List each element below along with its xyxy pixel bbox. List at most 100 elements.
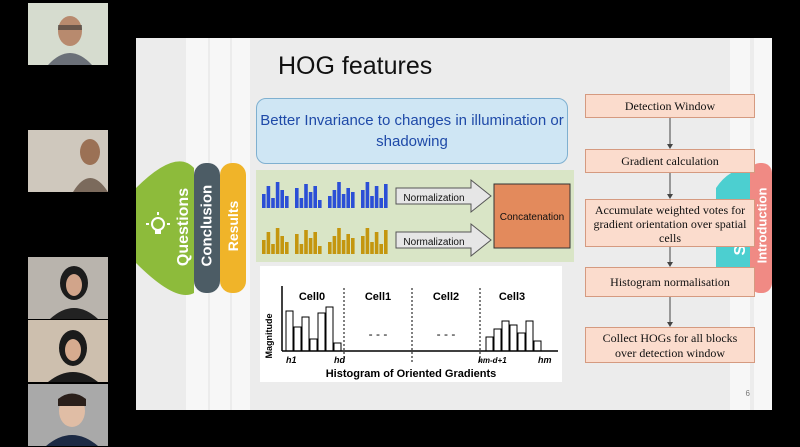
cell-1-ellipsis: - - - [369,327,388,341]
mini-bar [328,196,332,208]
flow-arrows [667,118,673,327]
mini-bar [384,230,388,254]
mini-bar [332,236,337,254]
mini-bar [304,184,308,208]
concatenation-box [493,183,571,249]
mini-bar [308,238,313,254]
left-section-tabs [136,38,250,410]
mini-bar [280,236,284,254]
mini-bar [308,192,313,208]
tab-results-shape [220,163,246,293]
gold-cell-histograms [262,228,388,254]
normalization-label-bottom: Normalization [403,237,464,248]
concatenation-label: Concatenation [500,212,565,223]
flow-histogram-normalisation: Histogram normalisation [585,267,755,297]
tab-conclusion-shape [194,163,220,293]
mini-bar [379,198,383,208]
mini-bar [262,194,266,208]
participant-avatar [28,320,108,382]
mini-bar [365,182,370,208]
mini-bar [346,188,350,208]
histogram-ylabel: Magnitude [264,314,274,359]
mini-bar [351,238,355,254]
mini-bar [266,186,271,208]
hog-bar [509,324,518,352]
mini-bar [379,244,383,254]
hog-bar [533,340,542,352]
hog-bar [301,316,310,352]
tab-questions-shape [136,161,194,295]
participant-video-1[interactable] [28,3,108,65]
tab-conclusion[interactable]: Conclusion [198,184,216,267]
tab-results[interactable]: Results [225,200,241,252]
cell-label-3: Cell3 [499,291,525,303]
mini-bar [341,240,346,254]
hog-histogram-figure: Magnitude Cell0 Cell1 Cell2 Cell3 - - - … [260,266,562,382]
mini-bar [285,242,289,254]
participant-video-2[interactable] [28,130,108,192]
slide-title: HOG features [278,52,433,80]
mini-bar [280,190,284,208]
invariance-callout: Better Invariance to changes in illumina… [256,98,568,164]
mini-bar [337,228,341,254]
mini-bar [271,198,275,208]
normalization-arrow-bottom [395,222,492,258]
blue-cell-histograms [262,182,388,208]
mini-bar [351,192,355,208]
mini-bar [313,186,317,208]
participant-avatar [28,384,108,446]
tab-introduction-shape [750,163,772,293]
mini-bar [374,232,379,254]
mini-bar [370,196,374,208]
mini-bar [374,186,379,208]
hog-bar [525,320,534,352]
histogram-bars [285,306,542,352]
mini-bar [318,246,322,254]
mini-bar [365,228,370,254]
mini-bar [271,244,275,254]
label-h1: h1 [286,355,297,365]
mini-bar [370,242,374,254]
lightbulb-icon [146,212,170,234]
histogram-caption: Histogram of Oriented Gradients [326,368,497,380]
participant-video-5[interactable] [28,384,108,446]
mini-bar [304,230,308,254]
mini-bar [332,190,337,208]
page-number: 6 [745,389,750,398]
participant-video-3[interactable] [28,257,108,319]
mini-bar [318,200,322,208]
participant-avatar [28,130,108,192]
mini-bar [361,190,365,208]
normalization-arrow-top [395,178,492,214]
normalization-label-top: Normalization [403,193,464,204]
flow-gradient-calculation: Gradient calculation [585,149,755,173]
participant-avatar [28,3,108,65]
hog-bar [493,328,502,352]
mini-bar [266,232,271,254]
participant-video-4[interactable] [28,320,108,382]
label-hd: hd [334,355,345,365]
flow-detection-window: Detection Window [585,94,755,118]
label-hm-d1: hm-d+1 [478,356,507,365]
mini-bar [361,236,365,254]
mini-bar [313,232,317,254]
mini-bar [262,240,266,254]
hog-bar [317,312,326,352]
hog-bar [285,310,294,352]
hog-bar [517,332,526,352]
mini-bar [299,198,304,208]
hog-bar [325,306,334,352]
hog-bar [293,326,302,352]
cell-label-2: Cell2 [433,291,459,303]
hog-bar [309,338,318,352]
tab-questions[interactable]: Questions [175,187,192,267]
flow-accumulate-votes: Accumulate weighted votes for gradient o… [585,199,755,247]
mini-bar [328,242,332,254]
mini-bar [299,244,304,254]
tab-introduction[interactable]: Introduction [754,187,770,264]
participant-avatar [28,257,108,319]
mini-bar [346,234,350,254]
hog-bar [485,336,494,352]
hog-bar [333,342,342,352]
mini-bar [295,234,299,254]
